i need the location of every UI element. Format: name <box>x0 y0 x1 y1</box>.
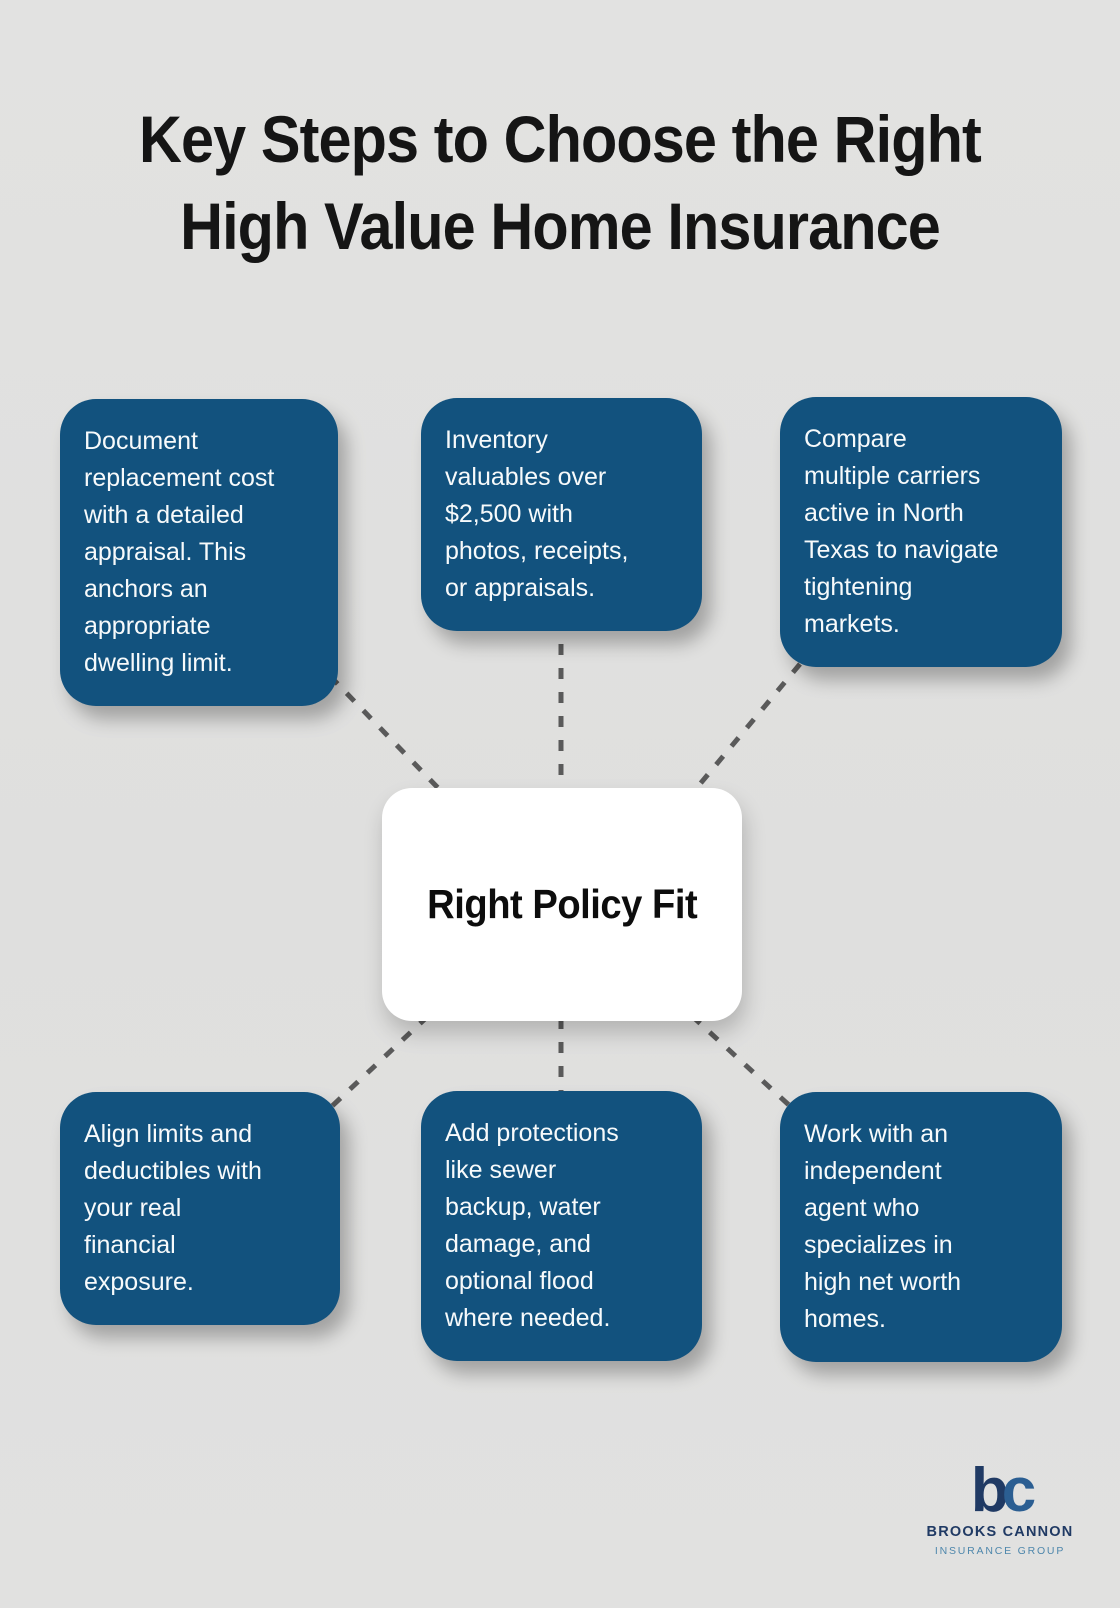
center-node-label: Right Policy Fit <box>426 881 698 927</box>
logo-tagline: INSURANCE GROUP <box>934 1545 1066 1557</box>
step-box-top-middle: Inventory valuables over $2,500 with pho… <box>421 398 702 631</box>
step-text: Inventory valuables over $2,500 with pho… <box>445 426 629 602</box>
connector-bottom-right <box>690 1014 792 1108</box>
step-box-bottom-right: Work with an independent agent who speci… <box>780 1092 1062 1362</box>
brand-logo: bc BROOKS CANNON INSURANCE GROUP <box>900 1460 1100 1558</box>
center-node: Right Policy Fit <box>382 788 742 1021</box>
logo-company-name: BROOKS CANNON <box>926 1524 1074 1540</box>
step-box-top-left: Document replacement cost with a detaile… <box>60 399 338 706</box>
step-text: Align limits and deductibles with your r… <box>84 1120 262 1296</box>
connector-bottom-left <box>328 1014 430 1110</box>
step-box-top-right: Compare multiple carriers active in Nort… <box>780 397 1062 667</box>
logo-monogram-icon: bc <box>900 1460 1100 1522</box>
step-text: Document replacement cost with a detaile… <box>84 427 275 677</box>
step-text: Work with an independent agent who speci… <box>804 1120 962 1333</box>
logo-monogram-b-letter: b <box>970 1456 1009 1525</box>
infographic-title: Key Steps to Choose the Right High Value… <box>139 102 982 264</box>
step-text: Compare multiple carriers active in Nort… <box>804 425 999 638</box>
step-box-bottom-middle: Add protections like sewer backup, water… <box>421 1091 702 1361</box>
connector-top-left <box>328 674 442 792</box>
step-box-bottom-left: Align limits and deductibles with your r… <box>60 1092 340 1325</box>
connector-top-right <box>693 662 802 792</box>
logo-monogram-c-letter: c <box>1001 1456 1037 1525</box>
step-text: Add protections like sewer backup, water… <box>445 1119 619 1332</box>
